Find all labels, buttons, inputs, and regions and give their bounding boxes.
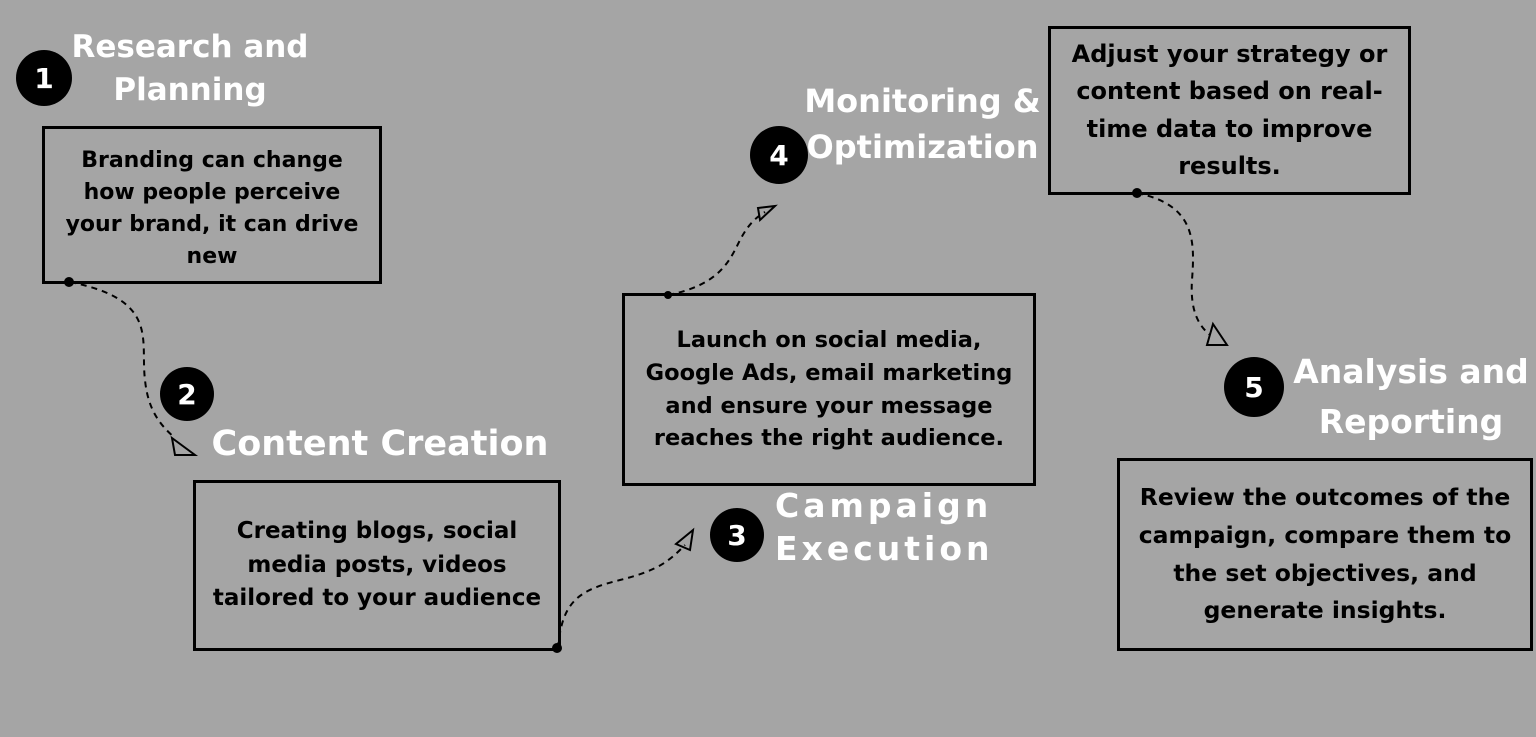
step-5-box: Review the outcomes of the campaign, com…: [1117, 458, 1533, 651]
step-3-title: Campaign Execution: [775, 485, 994, 571]
arrow-2-to-3: [557, 544, 686, 649]
step-5-title-line2: Reporting: [1318, 401, 1504, 441]
step-1-badge: 1: [16, 50, 72, 106]
step-5-title: Analysis and Reporting: [1288, 347, 1534, 446]
step-4-title: Monitoring & Optimization: [800, 78, 1045, 171]
arrow-1-to-2: [69, 281, 176, 439]
step-1-text: Branding can change how people perceive …: [65, 148, 359, 269]
arrowhead-4: [756, 204, 778, 223]
step-5-badge: 5: [1224, 357, 1284, 417]
step-2-badge: 2: [160, 367, 214, 421]
step-4-title-line1: Monitoring &: [804, 82, 1041, 120]
step-4-box: Adjust your strategy or content based on…: [1048, 26, 1411, 195]
step-5-title-line1: Analysis and: [1293, 352, 1529, 391]
step-1-box: Branding can change how people perceive …: [42, 126, 382, 284]
step-3-title-line1: Campaign: [775, 486, 993, 525]
step-2-title: Content Creation: [210, 420, 550, 469]
step-3-box: Launch on social media, Google Ads, emai…: [622, 293, 1036, 486]
step-1-title-line2: Planning: [113, 72, 267, 109]
step-4-text: Adjust your strategy or content based on…: [1071, 40, 1388, 180]
step-2-title-line1: Content Creation: [211, 424, 549, 464]
step-3-title-line2: Execution: [775, 528, 994, 568]
arrow-4-to-5: [1136, 192, 1211, 336]
step-1-title: Research and Planning: [60, 26, 320, 113]
step-3-badge: 3: [710, 508, 764, 562]
step-2-box: Creating blogs, social media posts, vide…: [193, 480, 561, 651]
arrowhead-5: [1205, 321, 1229, 346]
step-4-badge: 4: [750, 126, 808, 184]
arrowhead-2: [170, 435, 199, 456]
step-5-text: Review the outcomes of the campaign, com…: [1138, 483, 1512, 625]
step-4-title-line2: Optimization: [806, 128, 1039, 167]
step-2-text: Creating blogs, social media posts, vide…: [212, 518, 542, 612]
step-3-text: Launch on social media, Google Ads, emai…: [645, 327, 1013, 452]
arrow-3-to-4: [667, 211, 766, 296]
arrowhead-3: [674, 527, 695, 552]
step-1-title-line1: Research and: [71, 29, 309, 65]
